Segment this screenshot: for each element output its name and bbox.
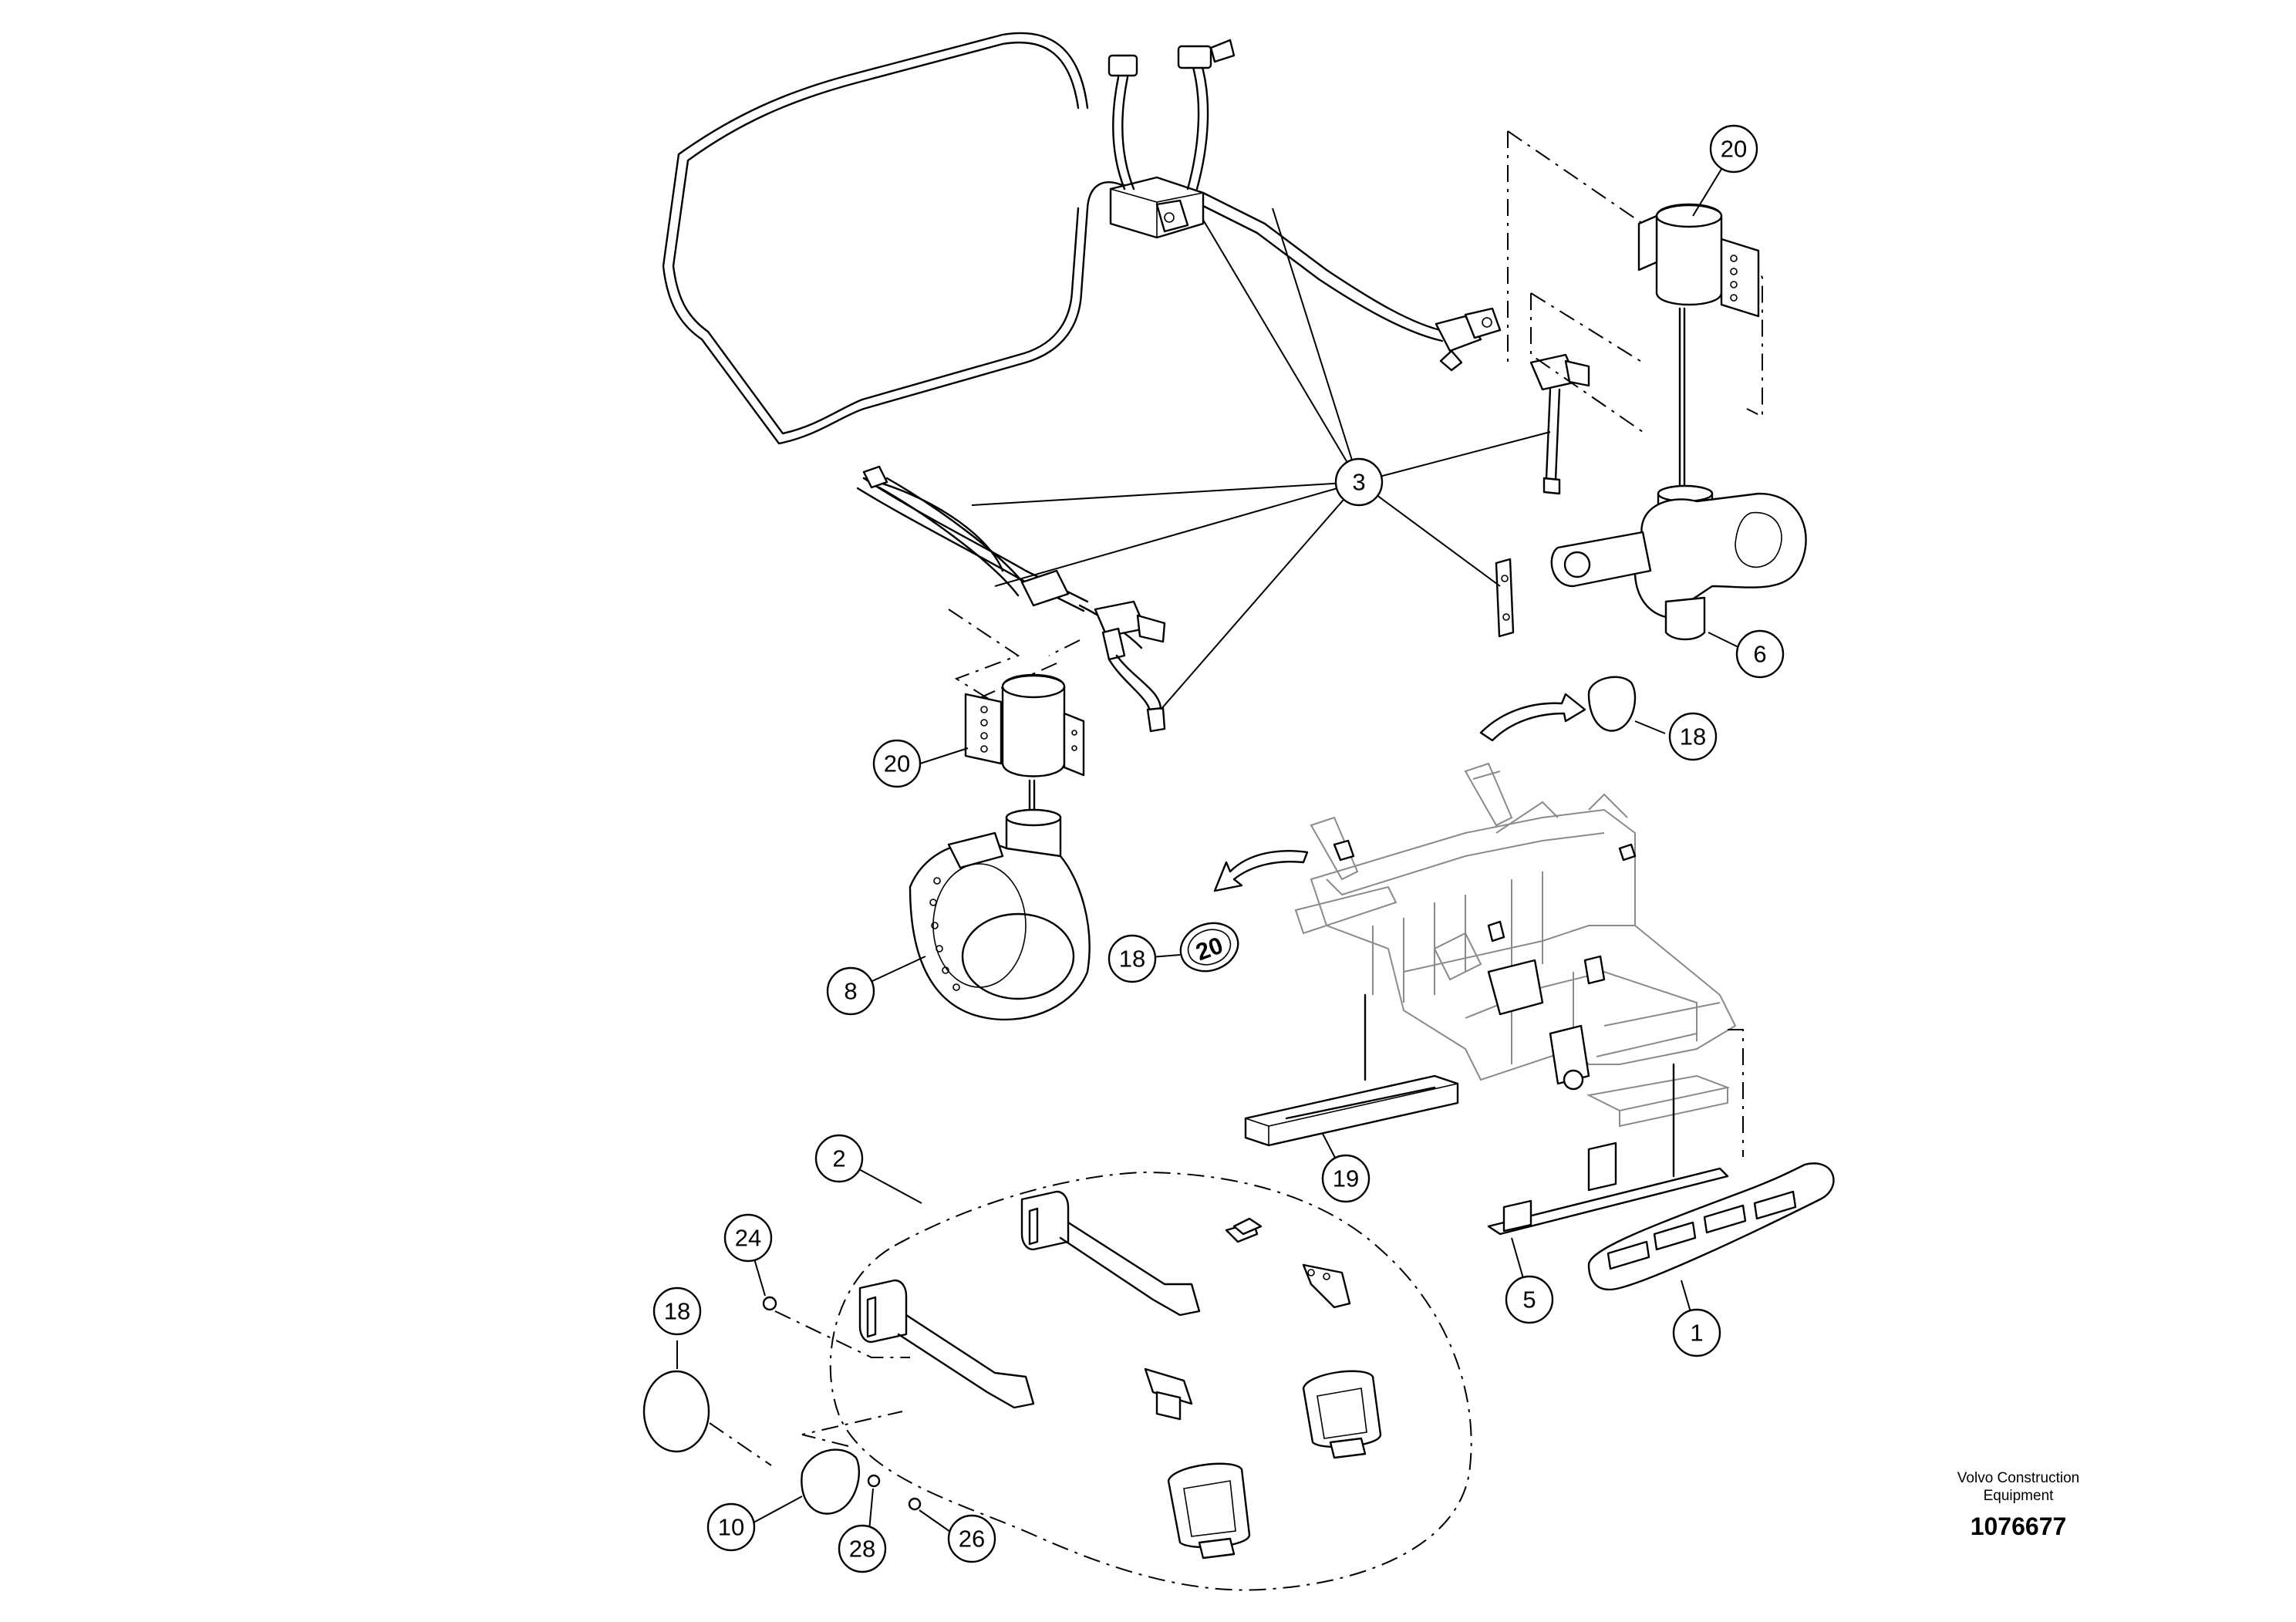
callout-28-label: 28 bbox=[849, 1536, 875, 1563]
callout-5: 5 bbox=[1505, 1275, 1554, 1324]
callout-24: 24 bbox=[723, 1213, 773, 1263]
callout-6-label: 6 bbox=[1753, 641, 1766, 668]
callout-18-right-label: 18 bbox=[1680, 723, 1706, 750]
callout-18-middle: 18 bbox=[1108, 934, 1157, 983]
work-lamp-right bbox=[1302, 1370, 1382, 1459]
callout-6: 6 bbox=[1735, 629, 1785, 679]
mounting-plate bbox=[1487, 1029, 1744, 1236]
callout-28: 28 bbox=[838, 1524, 887, 1573]
callout-18-lower-label: 18 bbox=[664, 1298, 690, 1325]
tee-fitting-right bbox=[1529, 353, 1590, 495]
callout-19: 19 bbox=[1321, 1154, 1371, 1203]
callout-2-label: 2 bbox=[832, 1145, 845, 1172]
motor-cylinder-left bbox=[964, 673, 1085, 819]
callout-20-left: 20 bbox=[872, 739, 922, 788]
elbow-fitting-right bbox=[1435, 307, 1502, 372]
mounting-plane-dashed-right bbox=[1507, 130, 1763, 433]
lens-ring-10 bbox=[801, 1411, 903, 1515]
washer-28 bbox=[867, 1474, 881, 1488]
leader-lines bbox=[676, 148, 1745, 1539]
bracket-clip bbox=[1495, 558, 1515, 638]
valve-block bbox=[1109, 176, 1205, 239]
decal-arrow-right bbox=[1479, 693, 1586, 742]
hydraulic-tube-assembly bbox=[662, 32, 1448, 649]
company-name-line1: Volvo Construction bbox=[1957, 1470, 2080, 1486]
work-light-arm-lower bbox=[858, 1279, 1035, 1409]
callout-24-label: 24 bbox=[735, 1225, 761, 1252]
bracket-plate-right bbox=[1302, 1263, 1351, 1309]
work-lamp-left bbox=[1167, 1462, 1251, 1560]
callout-8-label: 8 bbox=[844, 978, 857, 1005]
callout-2: 2 bbox=[814, 1134, 864, 1183]
callout-26-label: 26 bbox=[959, 1526, 985, 1553]
light-kit-boundary bbox=[829, 1171, 1472, 1591]
callout-10: 10 bbox=[706, 1502, 756, 1552]
connector-bracket-small bbox=[1225, 1217, 1263, 1243]
callout-18-middle-label: 18 bbox=[1119, 946, 1145, 973]
wheel-hub-left bbox=[909, 808, 1091, 1021]
callout-10-label: 10 bbox=[718, 1514, 744, 1541]
machine-frame bbox=[1294, 762, 1737, 1128]
decal-right bbox=[1587, 676, 1637, 732]
callout-19-label: 19 bbox=[1333, 1165, 1359, 1192]
callout-3-label: 3 bbox=[1352, 469, 1365, 496]
hose-left bbox=[862, 465, 1070, 607]
tee-fitting-left bbox=[1094, 600, 1166, 733]
callout-18-lower: 18 bbox=[652, 1286, 702, 1336]
callout-20-left-label: 20 bbox=[884, 750, 910, 777]
callout-1-label: 1 bbox=[1690, 1320, 1703, 1347]
callout-20-right: 20 bbox=[1709, 124, 1758, 174]
callout-5-label: 5 bbox=[1522, 1286, 1536, 1313]
company-name-line2: Equipment bbox=[1983, 1488, 2054, 1504]
callout-26: 26 bbox=[947, 1514, 996, 1563]
motor-cylinder-right bbox=[1637, 203, 1760, 495]
switch-bracket bbox=[1144, 1367, 1193, 1421]
callout-1: 1 bbox=[1672, 1308, 1721, 1357]
decal-18-lower bbox=[642, 1370, 772, 1466]
screw-24 bbox=[762, 1296, 910, 1358]
nut-26 bbox=[908, 1497, 922, 1511]
speed-decal: 20 bbox=[1179, 922, 1239, 973]
callout-20-right-label: 20 bbox=[1721, 136, 1747, 163]
callout-8: 8 bbox=[826, 966, 875, 1016]
decal-arrow-left bbox=[1213, 850, 1309, 892]
work-light-arm-upper bbox=[1020, 1190, 1201, 1317]
steering-knuckle-right bbox=[1550, 484, 1807, 641]
drawing-number: 1076677 bbox=[1970, 1512, 2067, 1540]
drawing-footer: Volvo Construction Equipment 1076677 bbox=[1934, 1469, 2103, 1541]
counterweight-beam bbox=[1244, 993, 1459, 1147]
callout-18-right: 18 bbox=[1668, 712, 1718, 761]
top-hose-fittings bbox=[1108, 39, 1236, 191]
tail-light-cluster bbox=[1587, 1162, 1835, 1290]
callout-3: 3 bbox=[1334, 457, 1384, 507]
